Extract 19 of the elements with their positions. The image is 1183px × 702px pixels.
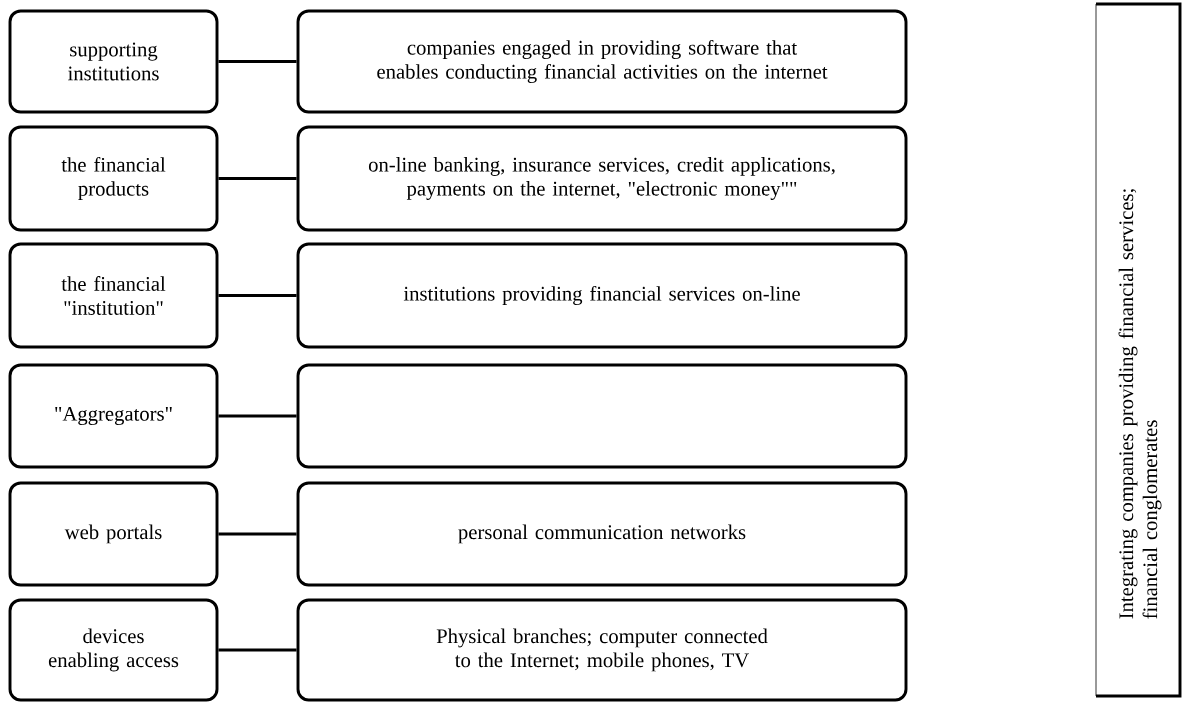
- connector-line: [218, 414, 297, 418]
- category-box: supporting institutions: [8, 9, 219, 114]
- connector-line: [218, 532, 297, 536]
- description-box: on-line banking, insurance services, credit applications, payments on the internet, "electronic money"": [296, 125, 908, 232]
- connector-line: [218, 648, 297, 652]
- description-box: institutions providing financial services on-line: [296, 242, 908, 349]
- category-box: devices enabling access: [8, 598, 219, 702]
- description-box: companies engaged in providing software that enables conducting financial activities on the internet: [296, 9, 908, 114]
- side-panel: Integrating companies providing financial services; financial conglomerates: [1095, 2, 1182, 698]
- description-box: Physical branches; computer connected to the Internet; mobile phones, TV: [296, 598, 908, 702]
- connector-line: [218, 60, 297, 63]
- connector-line: [218, 294, 297, 297]
- connector-line: [218, 177, 297, 180]
- description-box: personal communication networks: [296, 481, 908, 587]
- category-box: the financial "institution": [8, 242, 219, 349]
- empty-box: [296, 363, 908, 469]
- category-box: "Aggregators": [8, 363, 219, 469]
- category-box: web portals: [8, 481, 219, 587]
- category-box: the financial products: [8, 125, 219, 232]
